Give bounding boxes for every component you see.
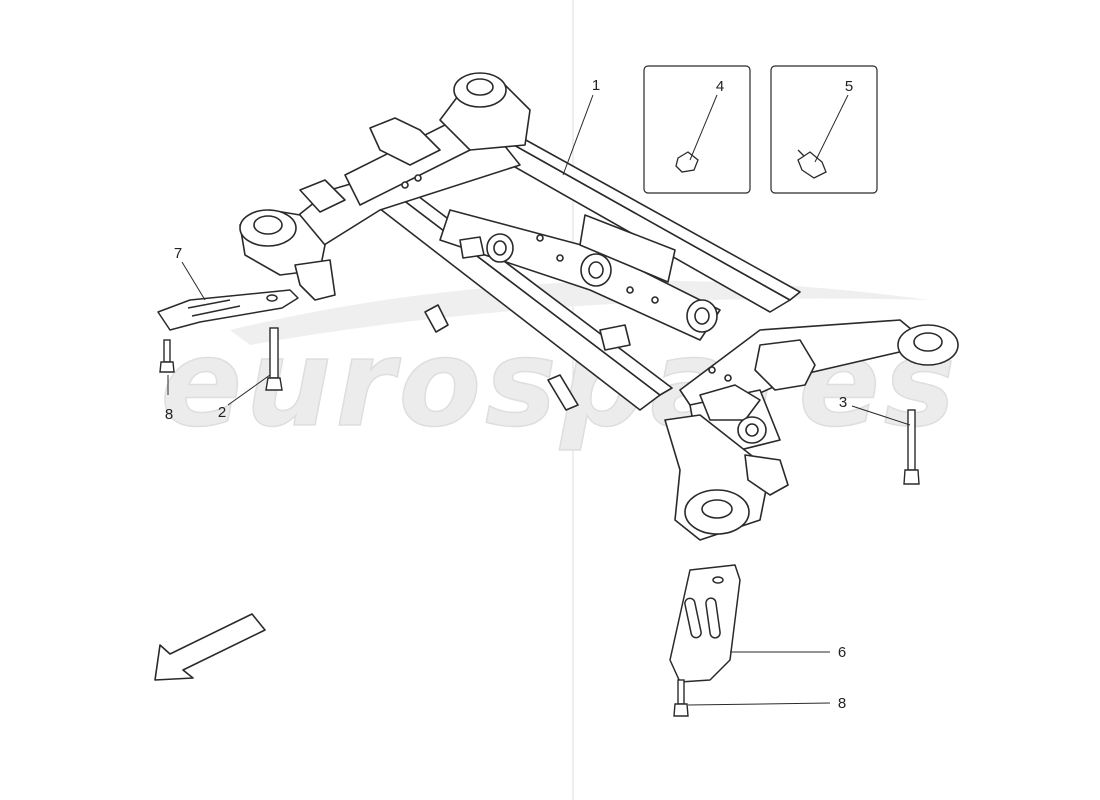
clip-5-part [797, 149, 827, 179]
clip-4-part [675, 151, 699, 173]
reinforcement-plate-6 [669, 564, 741, 683]
bolt-3 [903, 409, 920, 485]
callout-4: 4 [716, 78, 724, 95]
callout-8-left: 8 [165, 406, 173, 423]
callout-labels: 1 2 3 4 5 6 7 8 8 [165, 77, 853, 712]
arrow-down-left-icon [154, 613, 266, 681]
callout-5: 5 [845, 78, 853, 95]
callout-8-right: 8 [838, 695, 846, 712]
callout-3: 3 [839, 394, 847, 411]
inset-box-clip-4 [643, 65, 751, 194]
callout-6: 6 [838, 644, 846, 661]
leader-lines [167, 94, 911, 706]
rear-subframe [239, 72, 959, 541]
screw-8-right [673, 679, 689, 717]
callout-2: 2 [218, 404, 226, 421]
screw-8-left [159, 339, 175, 373]
inset-box-clip-5 [770, 65, 878, 194]
long-bolt-2 [265, 327, 283, 391]
callout-1: 1 [592, 77, 600, 94]
callout-7: 7 [174, 245, 182, 262]
reinforcement-plate-7 [157, 289, 299, 331]
